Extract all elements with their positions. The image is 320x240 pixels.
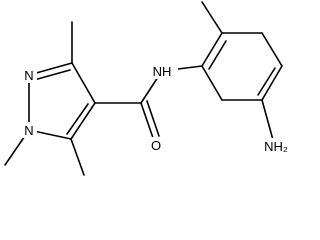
mask-ring-nitrogen-1 [21,122,37,138]
bond-carbonyl-oxygen [140,102,154,139]
bond-c4-c5-double [257,67,276,96]
amide-nitrogen-label: NH [153,64,172,79]
bond-n2-c3-double [33,69,71,81]
bond-aryl-amino [261,99,274,141]
mask-ring-nitrogen-2 [21,67,37,83]
mask-amino-group [259,138,293,155]
bond-c5-methyl [70,138,85,176]
benzene-ring [201,32,283,101]
chemical-structure-diagram: N N NH O NH₂ [4,1,293,176]
mask-amide-nitrogen [146,62,178,79]
bond-carbonyl-oxygen-double [146,100,160,137]
bond-c4-c5 [261,65,283,101]
amino-group-label: NH₂ [264,139,288,154]
bond-c4-c5-double [66,103,89,135]
bond-aryl-methyl [201,1,223,34]
pyrazole-ring [28,62,96,140]
carbonyl-oxygen-label: O [151,138,161,153]
bond-c3-c4 [71,62,96,104]
bond-c1-c2 [201,32,223,67]
ring-nitrogen-2-label: N [24,68,33,83]
mask-carbonyl-oxygen [148,137,165,154]
bond-c3-c4 [261,32,283,67]
bond-c1-c2-double [208,40,227,70]
ring-nitrogen-1-label: N [24,123,33,138]
bond-c4-c5 [70,102,96,140]
bond-c6-c1 [201,65,223,101]
